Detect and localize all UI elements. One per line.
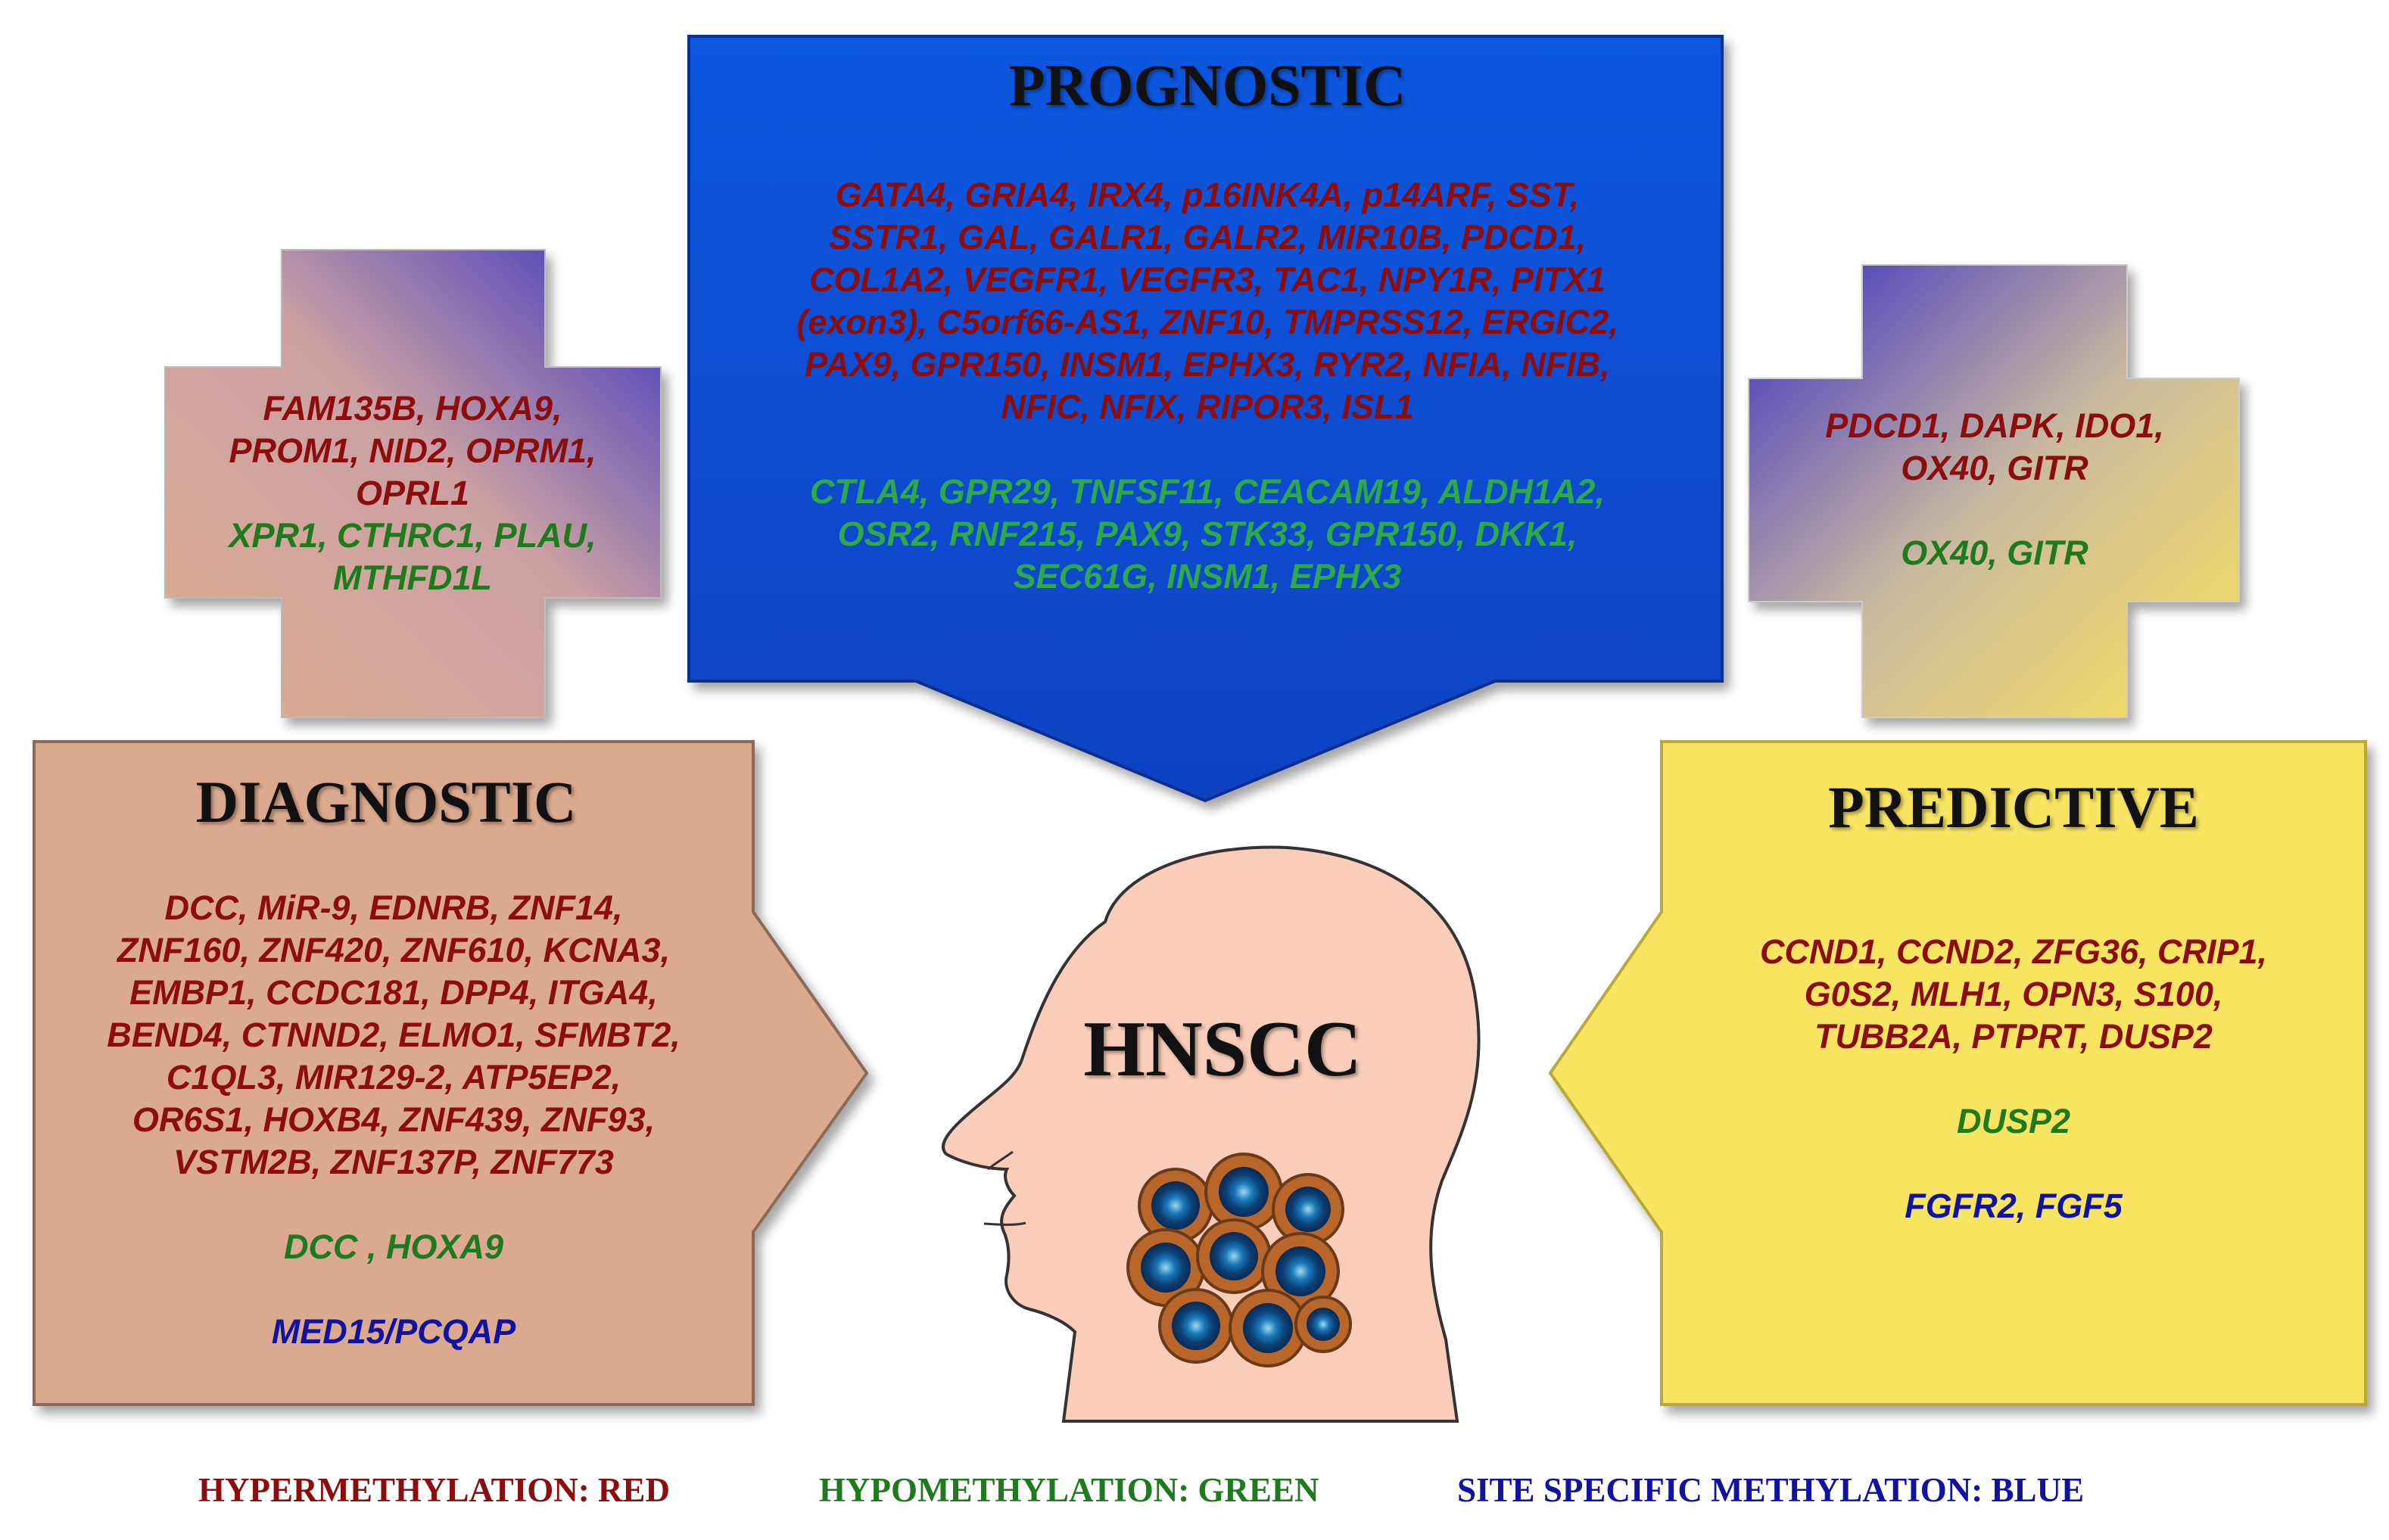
gene-line: ZNF160, ZNF420, ZNF610, KCNA3, xyxy=(117,931,671,969)
diagnostic-plus-hypo-list: XPR1, CTHRC1, PLAU, MTHFD1L xyxy=(167,515,659,599)
tumor-cells-icon xyxy=(1126,1153,1352,1367)
legend-site-specific: SITE SPECIFIC METHYLATION: BLUE xyxy=(1457,1471,2085,1509)
gene-line: PDCD1, DAPK, IDO1, xyxy=(1825,406,2164,445)
gene-line: CTLA4, GPR29, TNFSF11, CEACAM19, ALDH1A2… xyxy=(809,472,1606,511)
predictive-hypo-list: DUSP2 xyxy=(1673,1100,2354,1143)
prognostic-title: PROGNOSTIC xyxy=(1008,52,1406,118)
gene-line: FAM135B, HOXA9, xyxy=(263,389,562,428)
diagnostic-arrow-shape xyxy=(33,740,869,1406)
predictive-plus-shape xyxy=(1748,264,2240,718)
gene-line: SSTR1, GAL, GALR1, GALR2, MIR10B, PDCD1, xyxy=(828,218,1587,257)
gene-line: PAX9, GPR150, INSM1, EPHX3, RYR2, NFIA, … xyxy=(805,345,1610,384)
diagnostic-gene-list: DCC, MiR-9, EDNRB, ZNF14, ZNF160, ZNF420… xyxy=(45,887,742,1353)
prognostic-hypo-list: CTLA4, GPR29, TNFSF11, CEACAM19, ALDH1A2… xyxy=(727,471,1688,598)
prognostic-arrow-shape xyxy=(687,35,1724,803)
hnscc-title: HNSCC xyxy=(1083,1004,1362,1093)
gene-line: OX40, GITR xyxy=(1901,449,2088,487)
gene-line: G0S2, MLH1, OPN3, S100, xyxy=(1804,975,2223,1013)
gene-line: DUSP2 xyxy=(1956,1102,2071,1140)
gene-line: NFIC, NFIX, RIPOR3, ISL1 xyxy=(1001,387,1414,426)
gene-line: SEC61G, INSM1, EPHX3 xyxy=(1013,557,1402,596)
legend-hypermethylation: HYPERMETHYLATION: RED xyxy=(198,1471,670,1509)
gene-line: VSTM2B, ZNF137P, ZNF773 xyxy=(173,1143,614,1181)
gene-line: CCND1, CCND2, ZFG36, CRIP1, xyxy=(1759,932,2268,971)
diagnostic-plus-shape xyxy=(164,249,662,718)
head-profile-icon xyxy=(942,845,1481,1423)
predictive-arrow-shape xyxy=(1548,740,2367,1406)
gene-line: GATA4, GRIA4, IRX4, p16INK4A, p14ARF, SS… xyxy=(835,176,1580,214)
gene-line: OR6S1, HOXB4, ZNF439, ZNF93, xyxy=(132,1100,656,1139)
gene-line: FGFR2, FGF5 xyxy=(1905,1187,2123,1225)
diagnostic-hyper-list: DCC, MiR-9, EDNRB, ZNF14, ZNF160, ZNF420… xyxy=(45,887,742,1184)
gene-line: C1QL3, MIR129-2, ATP5EP2, xyxy=(166,1058,621,1097)
predictive-plus-gene-list: PDCD1, DAPK, IDO1, OX40, GITR OX40, GITR xyxy=(1752,405,2237,574)
gene-line: TUBB2A, PTPRT, DUSP2 xyxy=(1814,1017,2213,1056)
gene-line: XPR1, CTHRC1, PLAU, xyxy=(229,516,596,555)
predictive-plus-hyper-list: PDCD1, DAPK, IDO1, OX40, GITR xyxy=(1752,405,2237,490)
gene-line: (exon3), C5orf66-AS1, ZNF10, TMPRSS12, E… xyxy=(796,303,1618,341)
diagnostic-site-list: MED15/PCQAP xyxy=(45,1311,742,1353)
gene-line: MED15/PCQAP xyxy=(271,1312,516,1351)
gene-line: DCC , HOXA9 xyxy=(283,1227,504,1266)
gene-line: EMBP1, CCDC181, DPP4, ITGA4, xyxy=(129,973,658,1012)
predictive-plus-hypo-list: OX40, GITR xyxy=(1752,532,2237,574)
predictive-title: PREDICTIVE xyxy=(1828,774,2199,840)
predictive-site-list: FGFR2, FGF5 xyxy=(1673,1185,2354,1227)
gene-line: OPRL1 xyxy=(355,474,470,512)
gene-line: DCC, MiR-9, EDNRB, ZNF14, xyxy=(164,888,623,927)
diagnostic-hypo-list: DCC , HOXA9 xyxy=(45,1226,742,1268)
diagnostic-plus-gene-list: FAM135B, HOXA9, PROM1, NID2, OPRM1, OPRL… xyxy=(167,387,659,599)
predictive-gene-list: CCND1, CCND2, ZFG36, CRIP1, G0S2, MLH1, … xyxy=(1673,931,2354,1227)
gene-line: MTHFD1L xyxy=(333,558,492,597)
diagnostic-plus-hyper-list: FAM135B, HOXA9, PROM1, NID2, OPRM1, OPRL… xyxy=(167,387,659,515)
gene-line: PROM1, NID2, OPRM1, xyxy=(229,431,596,470)
predictive-hyper-list: CCND1, CCND2, ZFG36, CRIP1, G0S2, MLH1, … xyxy=(1673,931,2354,1058)
gene-line: OX40, GITR xyxy=(1901,534,2088,572)
diagnostic-title: DIAGNOSTIC xyxy=(195,769,577,835)
gene-line: COL1A2, VEGFR1, VEGFR3, TAC1, NPY1R, PIT… xyxy=(809,260,1606,299)
prognostic-hyper-list: GATA4, GRIA4, IRX4, p16INK4A, p14ARF, SS… xyxy=(727,174,1688,428)
prognostic-gene-list: GATA4, GRIA4, IRX4, p16INK4A, p14ARF, SS… xyxy=(727,174,1688,598)
gene-line: OSR2, RNF215, PAX9, STK33, GPR150, DKK1, xyxy=(837,515,1578,553)
legend-hypomethylation: HYPOMETHYLATION: GREEN xyxy=(819,1471,1319,1509)
gene-line: BEND4, CTNND2, ELMO1, SFMBT2, xyxy=(107,1016,681,1054)
